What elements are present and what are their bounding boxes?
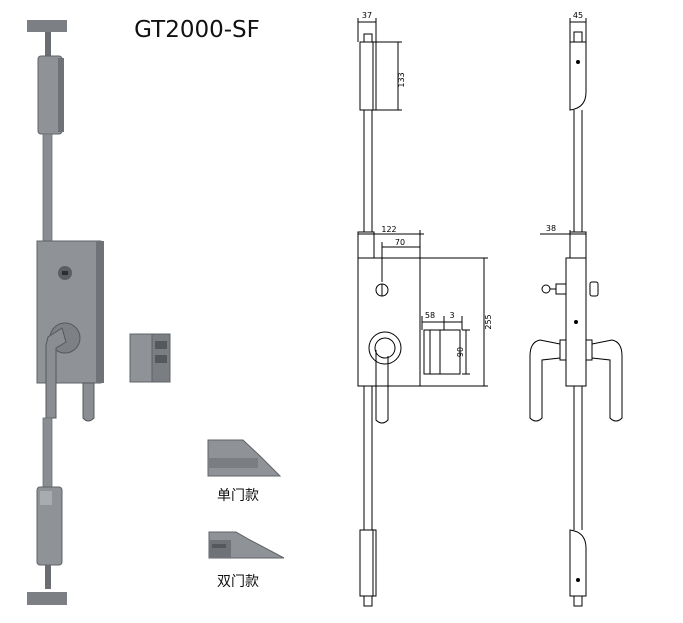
- dim-side-depth: 38: [546, 224, 556, 233]
- variant-double-door: 双门款: [208, 531, 285, 590]
- side-technical-drawing: [529, 18, 623, 607]
- product-3d-view: [27, 20, 171, 605]
- upper-rod: [42, 133, 53, 243]
- dim-body-height: 255: [484, 314, 493, 329]
- bottom-plate: [27, 592, 67, 605]
- dim-keeper-height: 90: [456, 347, 465, 357]
- dim-side-top-width: 45: [573, 11, 583, 20]
- variant-single-door: 单门款: [207, 439, 282, 504]
- side-drawing-dimension-labels: 45 38: [546, 11, 583, 233]
- side-keeper: [129, 333, 155, 383]
- lower-rod: [42, 417, 53, 491]
- double-door-label: 双门款: [217, 574, 259, 590]
- dim-cylinder-offset: 70: [395, 238, 405, 247]
- dim-body-width: 122: [381, 225, 396, 234]
- top-plate: [27, 20, 67, 32]
- product-title: GT2000-SF: [134, 17, 260, 43]
- dim-top-height: 133: [397, 72, 406, 87]
- front-drawing-dimension-labels: 37 133 122 70 255 58 3 90: [362, 11, 493, 357]
- single-door-label: 单门款: [217, 488, 259, 504]
- dim-keeper-gap: 3: [449, 311, 454, 320]
- front-technical-drawing: [357, 18, 488, 607]
- dim-top-width: 37: [362, 11, 372, 20]
- dim-keeper-width: 58: [425, 311, 435, 320]
